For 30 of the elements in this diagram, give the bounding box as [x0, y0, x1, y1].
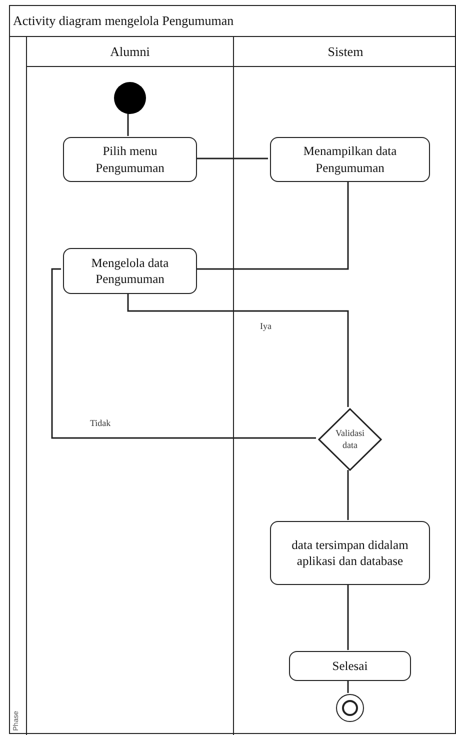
action-box — [63, 248, 197, 294]
action-label: Mengelola data Pengumuman — [90, 254, 170, 288]
action-label: data tersimpan didalam aplikasi dan database — [290, 536, 410, 570]
connector-line — [127, 113, 129, 136]
connector-line — [195, 158, 268, 160]
diagram-frame — [9, 5, 456, 734]
lane-label: Sistem — [328, 44, 364, 60]
edge-label: Tidak — [88, 418, 113, 428]
lane-label: Alumni — [110, 44, 150, 60]
connector-line — [127, 293, 349, 407]
action-label: Pilih menu Pengumuman — [94, 143, 166, 176]
swimlane — [233, 37, 456, 735]
frame-label: Activity diagram mengelola Pengumuman — [13, 13, 234, 29]
action-box — [270, 521, 430, 585]
connector-line — [347, 470, 349, 520]
action-label: Selesai — [332, 658, 368, 674]
swimlane — [26, 37, 233, 735]
connector-line — [195, 181, 349, 270]
connector-line — [347, 680, 349, 693]
connector-line — [347, 584, 349, 650]
action-box — [270, 137, 430, 182]
connector-line — [51, 268, 316, 439]
action-label: Menampilkan data Pengumuman — [302, 143, 398, 176]
initial-node — [114, 82, 146, 114]
edge-label: Iya — [258, 321, 274, 331]
decision-label: Validasi data — [334, 428, 366, 452]
action-box — [289, 651, 411, 681]
action-box — [63, 137, 197, 182]
decision-diamond — [318, 408, 382, 471]
final-node — [336, 694, 364, 722]
